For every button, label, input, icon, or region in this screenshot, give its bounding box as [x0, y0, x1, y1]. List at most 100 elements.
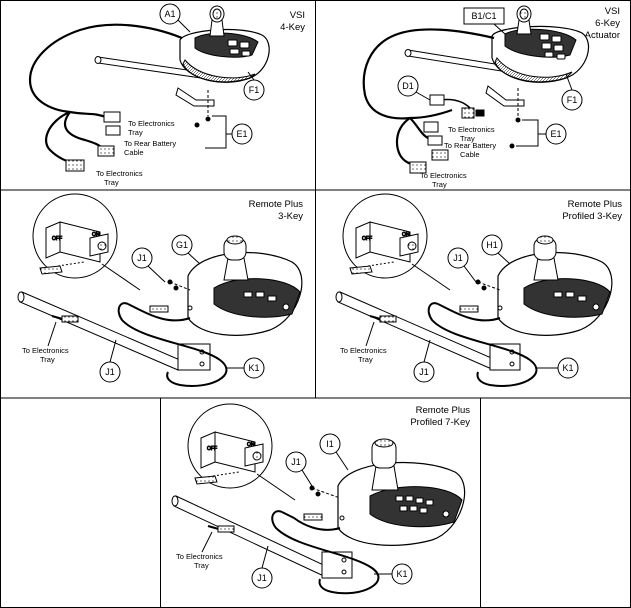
svg-text:A1: A1: [164, 9, 175, 19]
note-to-electronics-tray-b2: Tray: [432, 180, 447, 189]
svg-text:OFF: OFF: [362, 236, 372, 242]
note-to-electronics-tray-2: Tray: [40, 355, 55, 364]
magnifier-leader: [101, 263, 141, 291]
remote-plus-profiled-3-key-joystick: [497, 235, 613, 336]
svg-text:OFF: OFF: [52, 236, 62, 242]
svg-text:E1: E1: [236, 129, 247, 139]
detail-magnifier: OFF ON: [187, 403, 273, 489]
note-to-electronics-tray-b: To Electronics: [96, 169, 143, 178]
note-to-electronics-tray: To Electronics: [22, 346, 69, 355]
panel-vsi-6-key: VSI 6-Key Future Actuator: [362, 5, 620, 189]
callout-j1-top: J1: [131, 247, 166, 283]
panel-title-line2: Profiled 7-Key: [410, 417, 470, 428]
svg-text:K1: K1: [248, 363, 259, 373]
callout-d1: D1: [397, 75, 431, 101]
mounting-bar: [94, 56, 215, 128]
svg-text:F1: F1: [249, 85, 260, 95]
callout-i1: I1: [319, 433, 349, 471]
note-to-electronics-tray-2: Tray: [128, 128, 143, 137]
callout-j1-bottom: J1: [413, 339, 435, 383]
note-to-rear-battery-cable: To Rear Battery: [124, 139, 176, 148]
svg-text:J1: J1: [291, 457, 301, 467]
callout-k1: K1: [536, 357, 579, 379]
svg-text:F1: F1: [567, 95, 578, 105]
callout-b1-c1: B1/C1: [463, 7, 506, 35]
panel-title-line2: Profiled 3-Key: [562, 211, 622, 222]
svg-text:B1/C1: B1/C1: [471, 11, 496, 21]
note-to-electronics-tray-b2: Tray: [104, 178, 119, 187]
note-leader: [47, 321, 57, 347]
panel-title-line1: VSI: [605, 6, 620, 17]
note-to-rear-battery-cable-2: Cable: [460, 150, 480, 159]
vsi-6-key-joystick: [491, 5, 590, 83]
svg-text:J1: J1: [257, 573, 267, 583]
note-to-electronics-tray-2: Tray: [358, 355, 373, 364]
note-leader: [201, 531, 213, 553]
svg-text:I1: I1: [326, 439, 334, 449]
panel-title-line1: Remote Plus: [416, 405, 471, 416]
remote-plus-profiled-7-key-mount: [171, 485, 353, 579]
callout-k1: K1: [226, 357, 265, 379]
detail-magnifier: OFF ON: [342, 193, 428, 279]
remote-plus-profiled-7-key-joystick: [337, 438, 466, 546]
panel-title-line2: 6-Key: [595, 18, 620, 29]
mounting-bar: [404, 49, 525, 149]
svg-text:J1: J1: [137, 253, 147, 263]
svg-text:J1: J1: [453, 253, 463, 263]
detail-magnifier: OFF ON: [32, 193, 118, 279]
svg-text:D1: D1: [402, 81, 414, 91]
note-to-electronics-tray-2: Tray: [460, 134, 475, 143]
panel-title-line2: 3-Key: [278, 211, 303, 222]
svg-text:G1: G1: [176, 240, 188, 250]
svg-text:J1: J1: [419, 367, 429, 377]
note-to-electronics-tray: To Electronics: [128, 119, 175, 128]
callout-f1: F1: [243, 71, 265, 101]
callout-j1-top: J1: [285, 451, 313, 487]
panel-vsi-4-key: VSI 4-Key: [28, 3, 305, 187]
vsi-6-key-connectors: [409, 94, 485, 174]
note-to-electronics-tray: To Electronics: [340, 346, 387, 355]
callout-e1: E1: [516, 119, 567, 147]
svg-text:OFF: OFF: [207, 446, 217, 452]
note-to-rear-battery-cable-2: Cable: [124, 148, 144, 157]
svg-text:ON: ON: [247, 442, 255, 448]
remote-plus-profiled-3-key-plugs: [379, 305, 479, 323]
svg-text:K1: K1: [562, 363, 573, 373]
remote-plus-profiled-7-key-plugs: [217, 513, 323, 533]
panel-title-line2: 4-Key: [280, 22, 305, 33]
callout-g1: G1: [171, 234, 201, 265]
panel-title-line1: Remote Plus: [568, 199, 623, 210]
svg-text:ON: ON: [92, 232, 100, 238]
vsi-4-key-joystick: [179, 5, 270, 83]
svg-text:E1: E1: [550, 129, 561, 139]
callout-k1: K1: [374, 563, 413, 585]
callout-f1: F1: [561, 73, 583, 111]
panel-title-line1: VSI: [290, 10, 305, 21]
callout-h1: H1: [481, 234, 511, 265]
remote-plus-3-key-joystick: [187, 235, 303, 336]
note-leader: [365, 321, 375, 347]
callout-e1: E1: [205, 115, 253, 149]
panel-title-line3: Future Actuator: [555, 30, 620, 41]
note-to-electronics-tray: To Electronics: [448, 125, 495, 134]
svg-text:J1: J1: [105, 367, 115, 377]
vsi-4-key-connectors: [65, 111, 121, 172]
callout-j1-top: J1: [447, 247, 477, 283]
panel-title-line1: Remote Plus: [249, 199, 304, 210]
note-to-electronics-tray: To Electronics: [176, 552, 223, 561]
note-to-rear-battery-cable: To Rear Battery: [444, 141, 496, 150]
callout-a1: A1: [159, 3, 191, 33]
remote-plus-3-key-plugs: [61, 305, 169, 323]
note-to-electronics-tray-2: Tray: [194, 561, 209, 570]
note-to-electronics-tray-b: To Electronics: [420, 171, 467, 180]
panel-remote-plus-profiled-3-key: Remote Plus Profiled 3-Key OFF ON: [335, 193, 623, 387]
callout-j1-bottom: J1: [251, 545, 273, 589]
panel-remote-plus-3-key: Remote Plus 3-Key OFF ON: [17, 193, 304, 387]
callout-j1-bottom: J1: [99, 339, 121, 383]
svg-text:ON: ON: [402, 232, 410, 238]
svg-text:K1: K1: [396, 569, 407, 579]
magnifier-leader: [256, 473, 296, 501]
magnifier-leader: [411, 263, 451, 291]
